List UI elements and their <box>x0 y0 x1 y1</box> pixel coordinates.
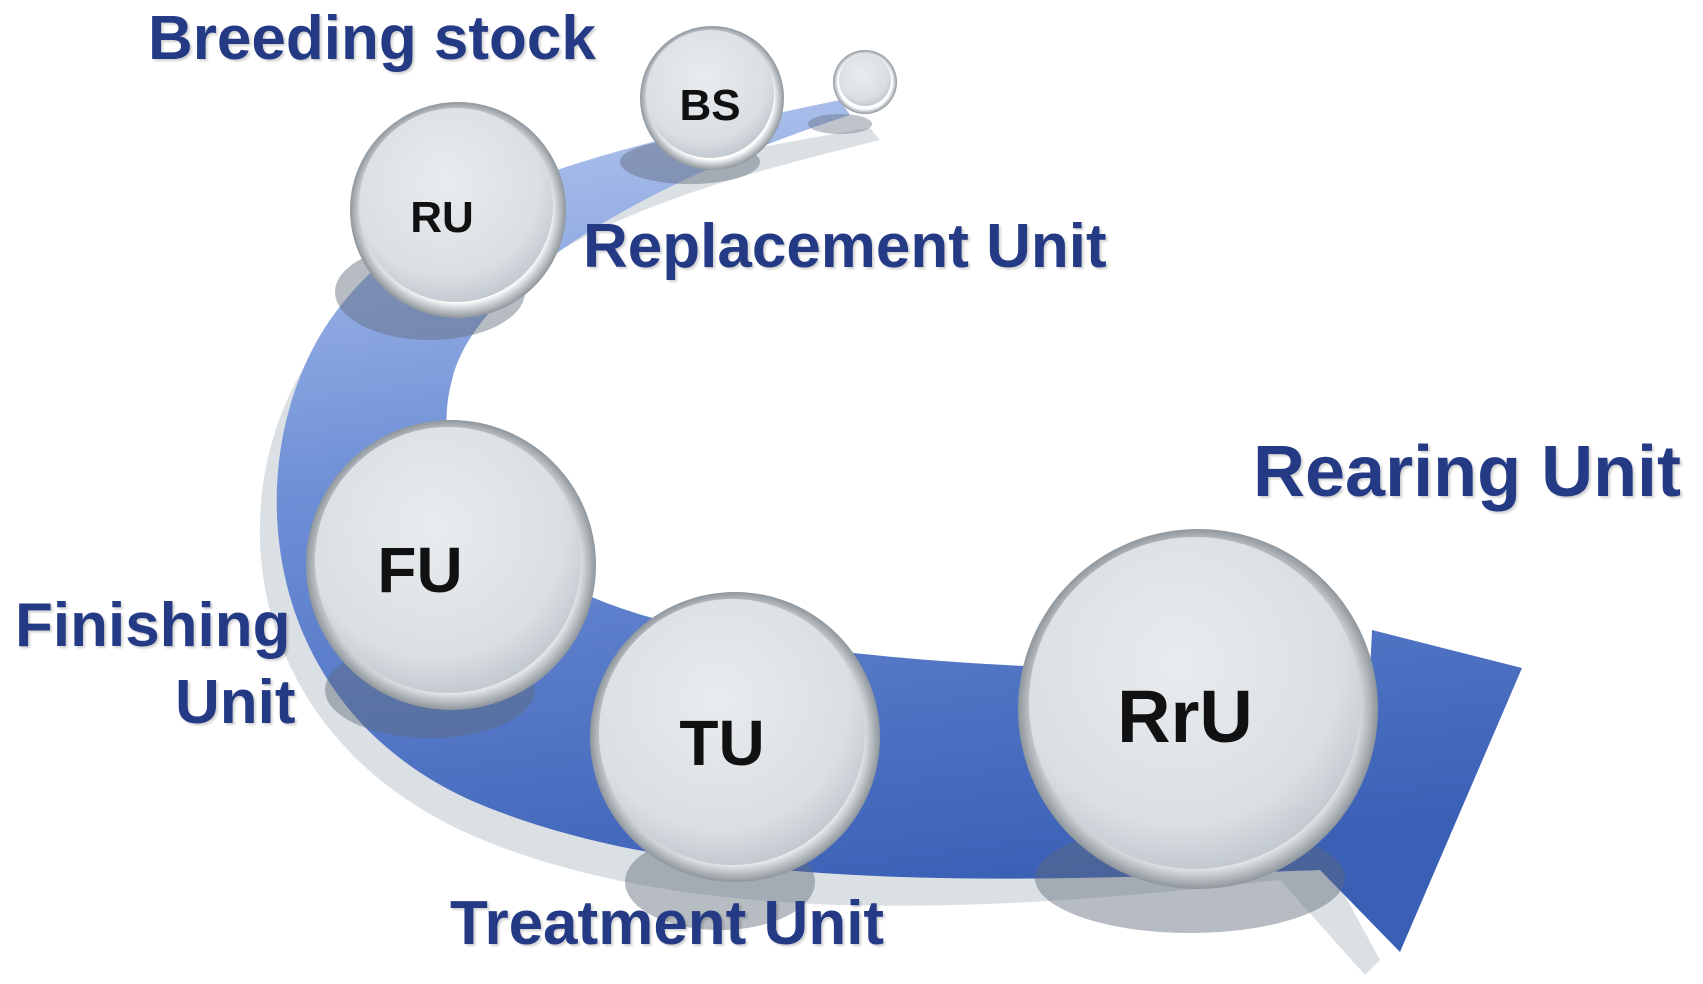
tu-bubble: TU <box>590 592 880 882</box>
rearing-unit-label: Rearing Unit <box>1253 432 1682 512</box>
tu-label: TU <box>679 707 764 779</box>
replacement-unit-label: Replacement Unit <box>583 212 1107 281</box>
finishing-unit-label-line2: Unit <box>175 668 296 737</box>
ru-bubble: RU <box>350 102 566 318</box>
bs-label: BS <box>679 81 740 130</box>
bs-bubble: BS <box>640 26 784 170</box>
small-bubble-shadow <box>808 114 872 134</box>
fu-bubble: FU <box>306 420 596 710</box>
breeding-stock-label: Breeding stock <box>148 4 596 73</box>
rru-label: RrU <box>1117 675 1253 758</box>
treatment-unit-label: Treatment Unit <box>450 889 885 958</box>
small-bubble <box>833 50 897 114</box>
finishing-unit-label-line1: Finishing <box>15 591 291 660</box>
fu-label: FU <box>377 534 462 606</box>
ru-label: RU <box>410 193 474 242</box>
rru-bubble: RrU <box>1018 529 1378 889</box>
